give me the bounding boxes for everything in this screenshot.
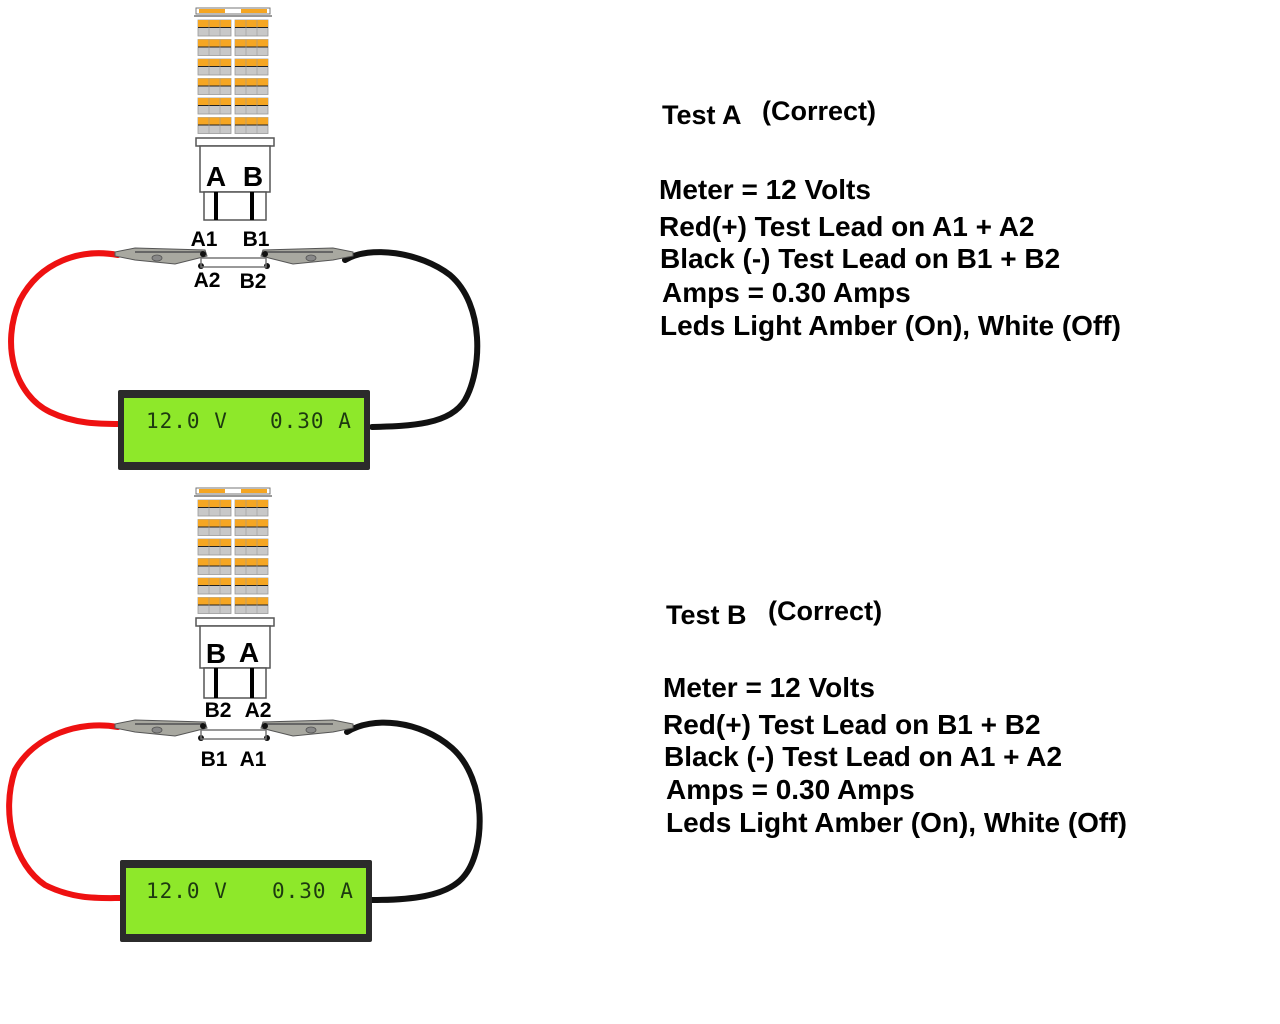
led-segment (234, 78, 269, 95)
pin-label-bottom-left: A2 (194, 269, 221, 292)
led-segment (234, 117, 269, 134)
led-segment (197, 117, 232, 134)
terminal-label: B (206, 638, 226, 669)
test-b-panel: B A B2 A2 B1 A1 12.0 V 0.30 A Test B (Co… (0, 480, 1280, 970)
note-line: Leds Light Amber (On), White (Off) (660, 310, 1121, 341)
bulb-base: B A (195, 617, 275, 699)
bulb-base: A B (195, 137, 275, 221)
led-segment (234, 97, 269, 115)
test-a-title: Test A (Correct) (662, 96, 876, 131)
led-segment (197, 597, 232, 614)
note-line: Red(+) Test Lead on A1 + A2 (659, 211, 1035, 242)
note-line: Red(+) Test Lead on B1 + B2 (663, 709, 1041, 740)
red-alligator-clip-icon (114, 247, 208, 269)
meter-voltage-readout: 12.0 V (146, 409, 228, 433)
red-test-lead (6, 722, 125, 902)
black-test-lead (342, 249, 481, 430)
title-letter: B (727, 600, 747, 630)
red-test-lead (8, 250, 123, 427)
led-segment (234, 19, 269, 37)
pin-label-bottom-left: B1 (201, 748, 228, 771)
led-segment (197, 499, 232, 517)
led-segment (234, 499, 269, 517)
meter-current-readout: 0.30 A (270, 409, 352, 433)
led-segment (234, 538, 269, 556)
led-segment (197, 97, 232, 115)
black-alligator-clip-icon (260, 247, 354, 269)
led-segment (197, 39, 232, 56)
pin-label-top-right: A2 (245, 699, 272, 722)
led-segment (234, 597, 269, 614)
test-b-title: Test B (Correct) (666, 596, 882, 631)
note-line: Amps = 0.30 Amps (666, 774, 915, 805)
title-prefix: Test (662, 100, 716, 130)
note-line: Amps = 0.30 Amps (662, 277, 911, 308)
led-segment (197, 78, 232, 95)
led-segment (197, 558, 232, 575)
pin-label-top-left: A1 (191, 228, 218, 251)
meter-voltage-readout: 12.0 V (146, 879, 228, 903)
led-segment (197, 538, 232, 556)
note-line: Black (-) Test Lead on A1 + A2 (664, 741, 1063, 772)
pin-label-top-left: B2 (205, 699, 232, 722)
led-segment (234, 558, 269, 575)
led-segment (234, 39, 269, 56)
title-letter: A (722, 100, 741, 130)
black-test-lead (344, 719, 483, 903)
note-line: Meter = 12 Volts (663, 672, 875, 703)
lcd-meter-icon: 12.0 V 0.30 A (118, 390, 370, 470)
led-segment (234, 58, 269, 76)
test-a-panel: A B A1 B1 A2 B2 12.0 V 0.30 A Test A (Co… (0, 0, 1280, 490)
title-prefix: Test (666, 600, 720, 630)
test-status: (Correct) (762, 96, 877, 126)
test-b-diagram: B A B2 A2 B1 A1 12.0 V 0.30 A (6, 487, 483, 942)
led-segment (234, 519, 269, 536)
led-bulb-icon (194, 487, 272, 614)
led-segment (197, 19, 232, 37)
note-line: Black (-) Test Lead on B1 + B2 (660, 243, 1061, 274)
pin-label-bottom-right: B2 (240, 270, 267, 293)
led-segment (197, 519, 232, 536)
test-a-diagram: A B A1 B1 A2 B2 12.0 V 0.30 A (8, 7, 481, 470)
led-segment (197, 577, 232, 595)
black-alligator-clip-icon (260, 719, 354, 741)
led-segment (234, 577, 269, 595)
meter-current-readout: 0.30 A (272, 879, 354, 903)
led-segment (197, 58, 232, 76)
red-alligator-clip-icon (114, 719, 208, 741)
test-status: (Correct) (768, 596, 883, 626)
terminal-label: A (206, 161, 226, 192)
pin-label-top-right: B1 (243, 228, 270, 251)
note-line: Meter = 12 Volts (659, 174, 871, 205)
lcd-meter-icon: 12.0 V 0.30 A (120, 860, 372, 942)
led-bulb-icon (194, 7, 272, 134)
note-line: Leds Light Amber (On), White (Off) (666, 807, 1127, 838)
terminal-label: B (243, 161, 263, 192)
pin-label-bottom-right: A1 (240, 748, 267, 771)
terminal-label: A (239, 637, 259, 668)
